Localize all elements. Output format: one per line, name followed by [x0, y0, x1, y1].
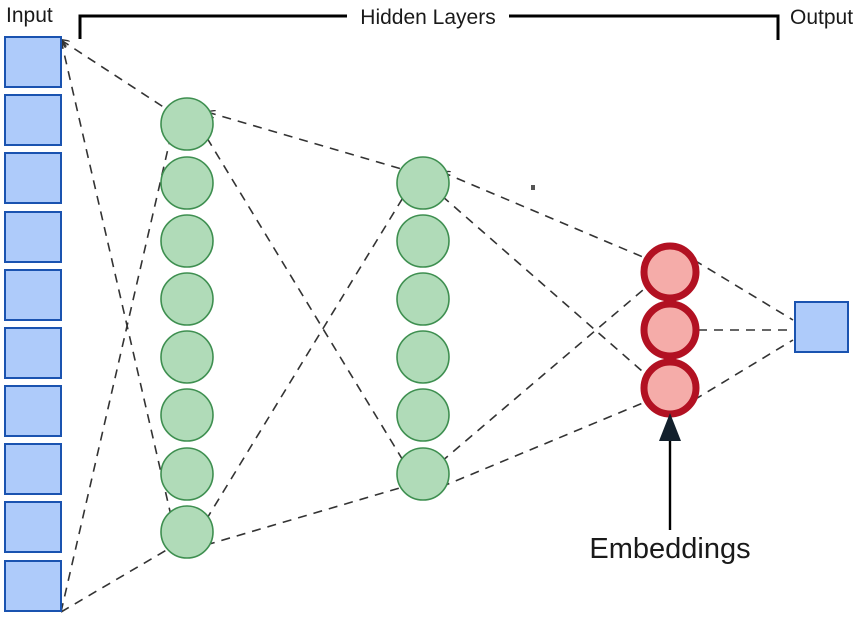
stray-dot	[531, 185, 535, 190]
input-node-9[interactable]	[4, 501, 62, 553]
connection-edge	[60, 139, 171, 613]
connection-edge	[693, 259, 794, 321]
hidden1-node-5[interactable]	[160, 330, 214, 384]
hidden-layers-label: Hidden Layers	[360, 6, 495, 29]
input-node-6[interactable]	[4, 327, 62, 379]
connection-edge	[61, 40, 173, 521]
input-node-4[interactable]	[4, 211, 62, 263]
input-node-8[interactable]	[4, 443, 62, 495]
hidden2-node-6[interactable]	[396, 447, 450, 501]
connection-edge	[205, 486, 404, 546]
connection-edge	[207, 112, 406, 171]
connection-edge	[206, 137, 405, 463]
input-node-2[interactable]	[4, 94, 62, 146]
hidden1-node-6[interactable]	[160, 388, 214, 442]
output-node-1[interactable]	[794, 301, 849, 353]
artifact-dot	[531, 185, 535, 190]
input-node-3[interactable]	[4, 152, 62, 204]
hidden1-node-7[interactable]	[160, 447, 214, 501]
embedding-node-2[interactable]	[640, 300, 700, 360]
connection-edges	[60, 40, 794, 613]
connection-edge	[441, 195, 651, 379]
hidden1-node-1[interactable]	[160, 97, 214, 151]
output-label: Output	[790, 6, 853, 29]
input-node-1[interactable]	[4, 36, 62, 88]
connection-edge	[60, 547, 171, 613]
connection-edge	[442, 172, 651, 261]
input-label: Input	[6, 4, 53, 27]
embedding-node-1[interactable]	[640, 242, 700, 302]
input-node-7[interactable]	[4, 385, 62, 437]
hidden1-node-3[interactable]	[160, 214, 214, 268]
connection-edge	[61, 40, 169, 111]
hidden2-node-1[interactable]	[396, 156, 450, 210]
hidden-layer-2	[396, 156, 450, 501]
hidden2-node-4[interactable]	[396, 330, 450, 384]
hidden-layer-1	[160, 97, 214, 559]
hidden2-node-2[interactable]	[396, 214, 450, 268]
hidden1-node-8[interactable]	[160, 505, 214, 559]
bracket-right-segment	[509, 14, 780, 40]
connection-edge	[440, 399, 651, 488]
embedding-layer	[640, 242, 700, 418]
hidden2-node-5[interactable]	[396, 388, 450, 442]
hidden1-node-2[interactable]	[160, 156, 214, 210]
input-layer	[4, 36, 62, 612]
connection-edge	[205, 195, 405, 521]
embeddings-arrow-head	[659, 413, 681, 441]
connection-edge	[693, 339, 794, 401]
bracket-left-segment	[78, 14, 347, 39]
embeddings-annotation-arrow	[659, 413, 681, 530]
hidden1-node-4[interactable]	[160, 272, 214, 326]
hidden-layers-bracket	[78, 14, 780, 40]
input-node-5[interactable]	[4, 269, 62, 321]
connection-edge	[440, 283, 651, 463]
embeddings-label: Embeddings	[589, 533, 750, 565]
hidden2-node-3[interactable]	[396, 272, 450, 326]
embedding-node-3[interactable]	[640, 358, 700, 418]
input-node-10[interactable]	[4, 560, 62, 612]
output-layer	[794, 301, 849, 353]
